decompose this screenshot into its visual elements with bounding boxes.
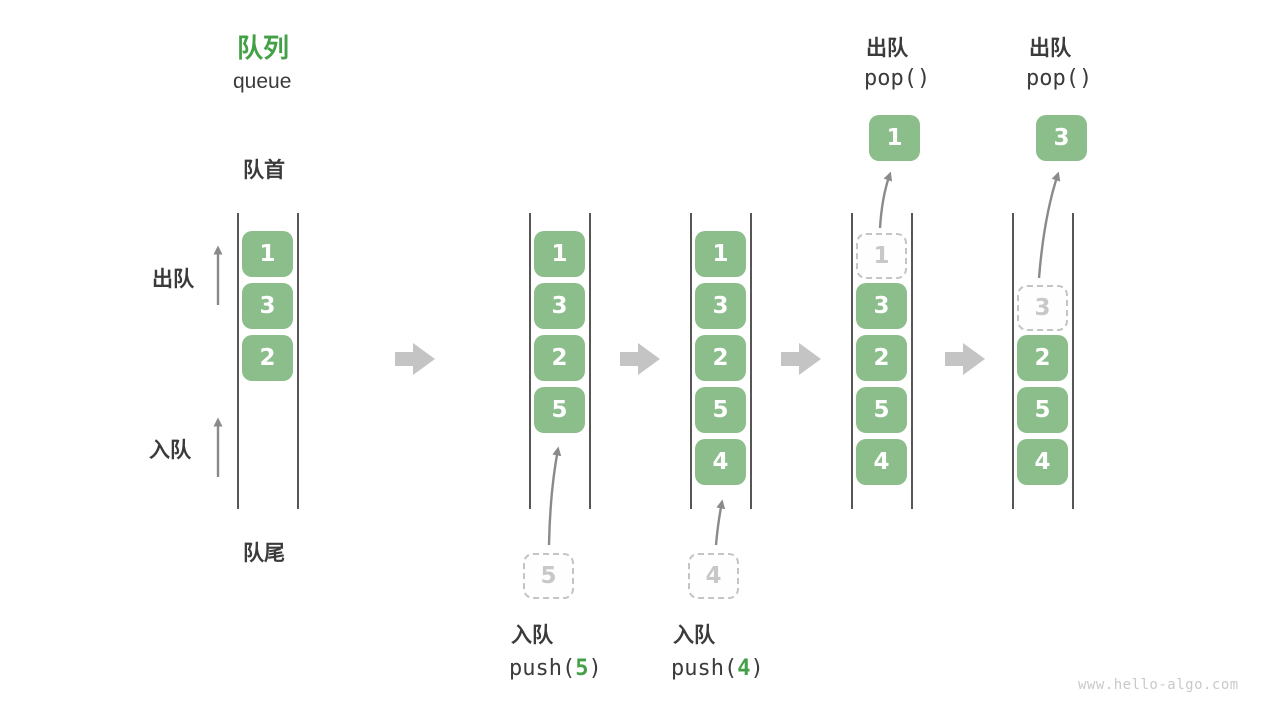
queue-wall — [297, 213, 299, 509]
queue-item: 5 — [1017, 387, 1068, 433]
queue-item: 5 — [856, 387, 907, 433]
enqueue-op-label: 入队 — [673, 624, 715, 647]
queue-item: 3 — [242, 283, 293, 329]
removed-item-ghost: 1 — [856, 233, 907, 279]
queue-item: 4 — [695, 439, 746, 485]
queue-item: 2 — [534, 335, 585, 381]
queue-wall — [851, 213, 853, 509]
dequeue-op-label: 出队 — [866, 37, 908, 60]
push-5-code: push(5) — [509, 656, 602, 681]
queue-wall — [1072, 213, 1074, 509]
pop-1-code: pop() — [864, 66, 931, 91]
page-title: 队列 — [237, 33, 290, 63]
transition-arrow-4 — [945, 343, 985, 375]
code-close: ) — [750, 656, 764, 681]
dequeue-op-label: 出队 — [1029, 37, 1071, 60]
queue-item: 2 — [1017, 335, 1068, 381]
queue-item: 4 — [1017, 439, 1068, 485]
watermark: www.hello-algo.com — [1078, 677, 1239, 693]
page-subtitle: queue — [233, 70, 292, 93]
queue-item: 3 — [695, 283, 746, 329]
queue-item: 4 — [856, 439, 907, 485]
push-4-code: push(4) — [671, 656, 764, 681]
incoming-item-ghost: 4 — [688, 553, 739, 599]
queue-wall — [911, 213, 913, 509]
queue-item: 1 — [534, 231, 585, 277]
queue-wall — [529, 213, 531, 509]
popped-item: 1 — [869, 115, 920, 161]
queue-item: 5 — [695, 387, 746, 433]
queue-item: 2 — [856, 335, 907, 381]
queue-item: 2 — [242, 335, 293, 381]
incoming-item-ghost: 5 — [523, 553, 574, 599]
queue-wall — [690, 213, 692, 509]
queue-item: 1 — [695, 231, 746, 277]
popped-item: 3 — [1036, 115, 1087, 161]
push-4-arrow — [714, 499, 726, 546]
queue-item: 1 — [242, 231, 293, 277]
queue-wall — [237, 213, 239, 509]
code-arg: 4 — [737, 656, 751, 681]
transition-arrow-3 — [781, 343, 821, 375]
queue-rear-label: 队尾 — [243, 542, 285, 565]
enqueue-op-label: 入队 — [511, 624, 553, 647]
transition-arrow-1 — [395, 343, 435, 375]
push-5-arrow — [547, 446, 562, 546]
pop-3-arrow — [1037, 171, 1061, 279]
queue-item: 3 — [856, 283, 907, 329]
queue-wall — [589, 213, 591, 509]
queue-wall — [750, 213, 752, 509]
pop-1-arrow — [878, 171, 893, 229]
enqueue-side-label: 入队 — [149, 439, 191, 462]
queue-item: 5 — [534, 387, 585, 433]
transition-arrow-2 — [620, 343, 660, 375]
code-close: ) — [588, 656, 602, 681]
removed-item-ghost: 3 — [1017, 285, 1068, 331]
code-fn: push( — [509, 656, 576, 681]
code-arg: 5 — [575, 656, 589, 681]
queue-item: 3 — [534, 283, 585, 329]
code-fn: push( — [671, 656, 738, 681]
queue-front-label: 队首 — [243, 159, 285, 182]
pop-2-code: pop() — [1026, 66, 1093, 91]
queue-wall — [1012, 213, 1014, 509]
queue-item: 2 — [695, 335, 746, 381]
dequeue-side-label: 出队 — [152, 268, 194, 291]
